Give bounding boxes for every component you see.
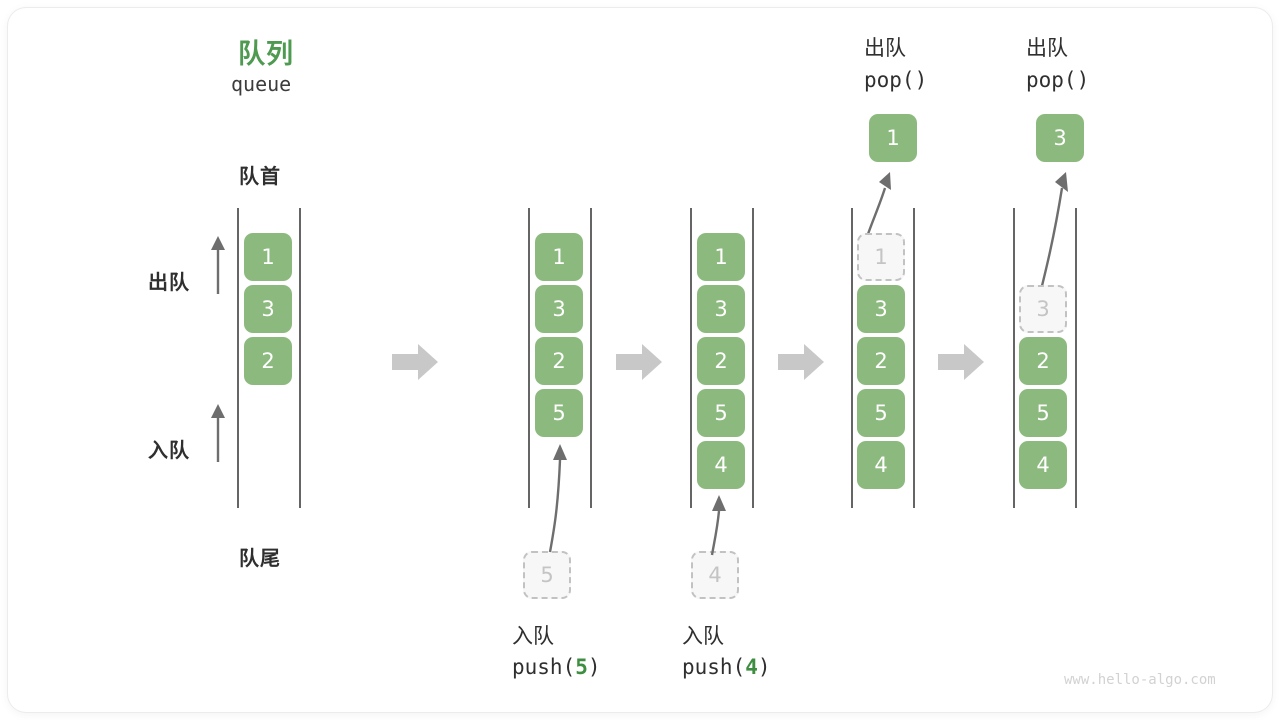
queue-cell: 1 [244, 233, 292, 281]
pop2-code-post: ) [1076, 68, 1090, 92]
queue-cell: 2 [244, 337, 292, 385]
flow-arrow [778, 344, 824, 380]
queue-cell: 1 [697, 233, 745, 281]
dequeue-label: 出队 [148, 272, 190, 294]
enqueue-direction-arrow [211, 404, 225, 462]
queue-cell: 5 [1019, 389, 1067, 437]
queue-cell-new: 5 [535, 389, 583, 437]
flow-arrow [616, 344, 662, 380]
popped-cell: 1 [869, 114, 917, 162]
queue-cell: 2 [697, 337, 745, 385]
queue-rail-left-4 [851, 208, 853, 508]
queue-cell: 1 [535, 233, 583, 281]
rear-label: 队尾 [239, 548, 281, 570]
queue-cell: 3 [697, 285, 745, 333]
push5-code-num: 5 [575, 655, 588, 679]
push4-caption-code: push(4) [682, 655, 771, 679]
queue-rail-right-2 [590, 208, 592, 508]
push5-code-post: ) [587, 655, 601, 679]
push5-caption-code: push(5) [512, 655, 601, 679]
queue-cell: 2 [1019, 337, 1067, 385]
queue-rail-left-2 [528, 208, 530, 508]
push5-caption-cn: 入队 [512, 625, 554, 648]
push4-code-pre: push( [682, 655, 746, 679]
queue-rail-right-4 [913, 208, 915, 508]
pop-arrow [1036, 172, 1068, 303]
pop2-caption-cn: 出队 [1026, 37, 1068, 60]
pop1-code-pre: pop( [864, 68, 915, 92]
queue-rail-right-5 [1075, 208, 1077, 508]
queue-rail-left-3 [690, 208, 692, 508]
diagram-title-cn: 队列 [238, 39, 294, 69]
push4-code-post: ) [757, 655, 771, 679]
pop1-caption-code: pop() [864, 68, 927, 92]
queue-rail-right-3 [752, 208, 754, 508]
popped-cell: 3 [1036, 114, 1084, 162]
push-arrow [710, 495, 726, 556]
diagram-title-en: queue [231, 72, 292, 96]
popped-ghost-cell: 3 [1019, 285, 1067, 333]
queue-cell: 3 [857, 285, 905, 333]
queue-cell: 3 [244, 285, 292, 333]
queue-rail-left-5 [1013, 208, 1015, 508]
dequeue-direction-arrow [211, 236, 225, 294]
queue-cell: 4 [857, 441, 905, 489]
pop2-code-pre: pop( [1026, 68, 1077, 92]
watermark: www.hello-algo.com [1064, 672, 1216, 688]
queue-cell: 2 [857, 337, 905, 385]
queue-rail-left-1 [237, 208, 239, 508]
pop1-caption-cn: 出队 [864, 37, 906, 60]
push4-caption-cn: 入队 [682, 625, 724, 648]
flow-arrow [392, 344, 438, 380]
queue-cell-new: 4 [697, 441, 745, 489]
push5-code-pre: push( [512, 655, 576, 679]
push4-code-num: 4 [745, 655, 758, 679]
incoming-ghost-cell: 5 [523, 551, 571, 599]
pop2-caption-code: pop() [1026, 68, 1089, 92]
pop1-code-post: ) [914, 68, 928, 92]
push-arrow [548, 444, 567, 553]
queue-rail-right-1 [299, 208, 301, 508]
queue-cell: 5 [857, 389, 905, 437]
front-label: 队首 [239, 166, 281, 188]
incoming-ghost-cell: 4 [691, 551, 739, 599]
queue-cell: 4 [1019, 441, 1067, 489]
popped-ghost-cell: 1 [857, 233, 905, 281]
enqueue-label: 入队 [148, 440, 190, 462]
flow-arrow [938, 344, 984, 380]
queue-cell: 2 [535, 337, 583, 385]
queue-cell: 5 [697, 389, 745, 437]
queue-cell: 3 [535, 285, 583, 333]
